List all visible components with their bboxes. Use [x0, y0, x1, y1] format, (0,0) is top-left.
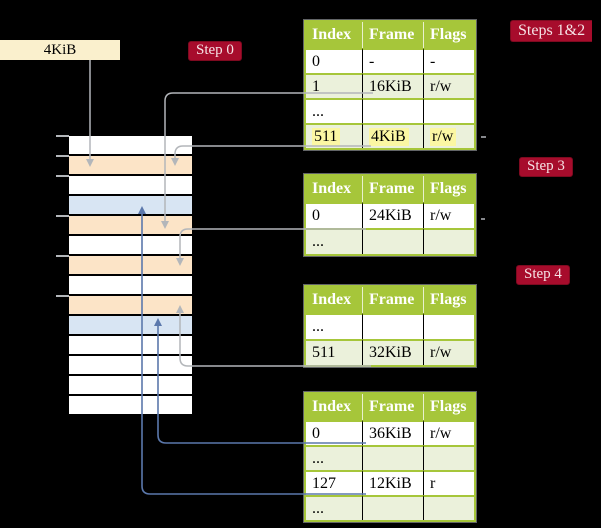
- memory-row-7: [69, 276, 192, 296]
- cell-flags: r/w: [423, 420, 474, 445]
- memory-row-10: [69, 336, 192, 356]
- cell-index: 0: [306, 48, 362, 73]
- table-row: ...: [306, 228, 474, 254]
- memory-row-8: [69, 296, 192, 316]
- memory-row-4: [69, 216, 192, 236]
- highlighted-value: 4KiB: [369, 127, 409, 146]
- cell-flags: r/w: [423, 123, 474, 148]
- cell-index: 1: [306, 73, 362, 98]
- label-step-4: Step 4: [516, 265, 570, 285]
- cell-flags: -: [423, 48, 474, 73]
- table-row: ...: [306, 495, 474, 520]
- cell-flags: r/w: [423, 73, 474, 98]
- label-steps-1-2: Steps 1&2: [510, 20, 593, 42]
- table-row: ...: [306, 445, 474, 470]
- column-header-flags: Flags: [423, 176, 474, 202]
- memory-tick: [56, 155, 69, 157]
- cell-frame: [362, 98, 423, 123]
- memory-row-5: [69, 236, 192, 256]
- cell-index: 127: [306, 470, 362, 495]
- cell-index: ...: [306, 98, 362, 123]
- cell-frame: 12KiB: [362, 470, 423, 495]
- cell-flags: [423, 313, 474, 339]
- cell-index: 511: [306, 123, 362, 148]
- cell-flags: [423, 228, 474, 254]
- cell-flags: [423, 445, 474, 470]
- column-header-index: Index: [306, 287, 362, 313]
- cell-frame: [362, 445, 423, 470]
- table-row: 0--: [306, 48, 474, 73]
- cell-index: 0: [306, 202, 362, 228]
- highlighted-value: 511: [312, 127, 341, 146]
- cell-index: ...: [306, 228, 362, 254]
- cell-frame: 24KiB: [362, 202, 423, 228]
- column-header-frame: Frame: [362, 394, 423, 420]
- column-header-frame: Frame: [362, 22, 423, 48]
- memory-row-9: [69, 316, 192, 336]
- column-header-flags: Flags: [423, 287, 474, 313]
- cell-frame: 36KiB: [362, 420, 423, 445]
- memory-row-6: [69, 256, 192, 276]
- cell-frame: -: [362, 48, 423, 73]
- cell-index: 511: [306, 339, 362, 365]
- highlighted-value: r/w: [430, 127, 457, 146]
- table-row: 511 4KiB r/w: [306, 123, 474, 148]
- memory-row-11: [69, 356, 192, 376]
- memory-tick: [56, 135, 69, 137]
- cell-flags: r: [423, 470, 474, 495]
- column-header-index: Index: [306, 394, 362, 420]
- memory-tick: [56, 215, 69, 217]
- memory-row-13: [69, 396, 192, 416]
- table-row: ...: [306, 313, 474, 339]
- cell-flags: r/w: [423, 339, 474, 365]
- memory-row-2: [69, 176, 192, 196]
- column-header-index: Index: [306, 176, 362, 202]
- column-header-flags: Flags: [423, 22, 474, 48]
- cell-index: 0: [306, 420, 362, 445]
- memory-tick: [56, 255, 69, 257]
- cell-flags: [423, 98, 474, 123]
- memory-row-1: [69, 156, 192, 176]
- memory-tick: [56, 295, 69, 297]
- cell-flags: [423, 495, 474, 520]
- physical-memory-column: [69, 136, 192, 416]
- column-header-frame: Frame: [362, 287, 423, 313]
- memory-row-12: [69, 376, 192, 396]
- memory-tick: [56, 175, 69, 177]
- cell-frame: [362, 228, 423, 254]
- memory-row-3: [69, 196, 192, 216]
- cell-index: ...: [306, 313, 362, 339]
- page-size-label: 4KiB: [0, 40, 120, 60]
- cell-frame: 16KiB: [362, 73, 423, 98]
- cell-frame: 32KiB: [362, 339, 423, 365]
- cell-frame: [362, 313, 423, 339]
- memory-row-0: [69, 136, 192, 156]
- cell-index: ...: [306, 495, 362, 520]
- cell-index: ...: [306, 445, 362, 470]
- cell-frame: [362, 495, 423, 520]
- label-step-3: Step 3: [519, 157, 573, 177]
- column-header-index: Index: [306, 22, 362, 48]
- table-row: ...: [306, 98, 474, 123]
- cell-frame: 4KiB: [362, 123, 423, 148]
- column-header-flags: Flags: [423, 394, 474, 420]
- column-header-frame: Frame: [362, 176, 423, 202]
- label-step-0: Step 0: [188, 41, 242, 61]
- cell-flags: r/w: [423, 202, 474, 228]
